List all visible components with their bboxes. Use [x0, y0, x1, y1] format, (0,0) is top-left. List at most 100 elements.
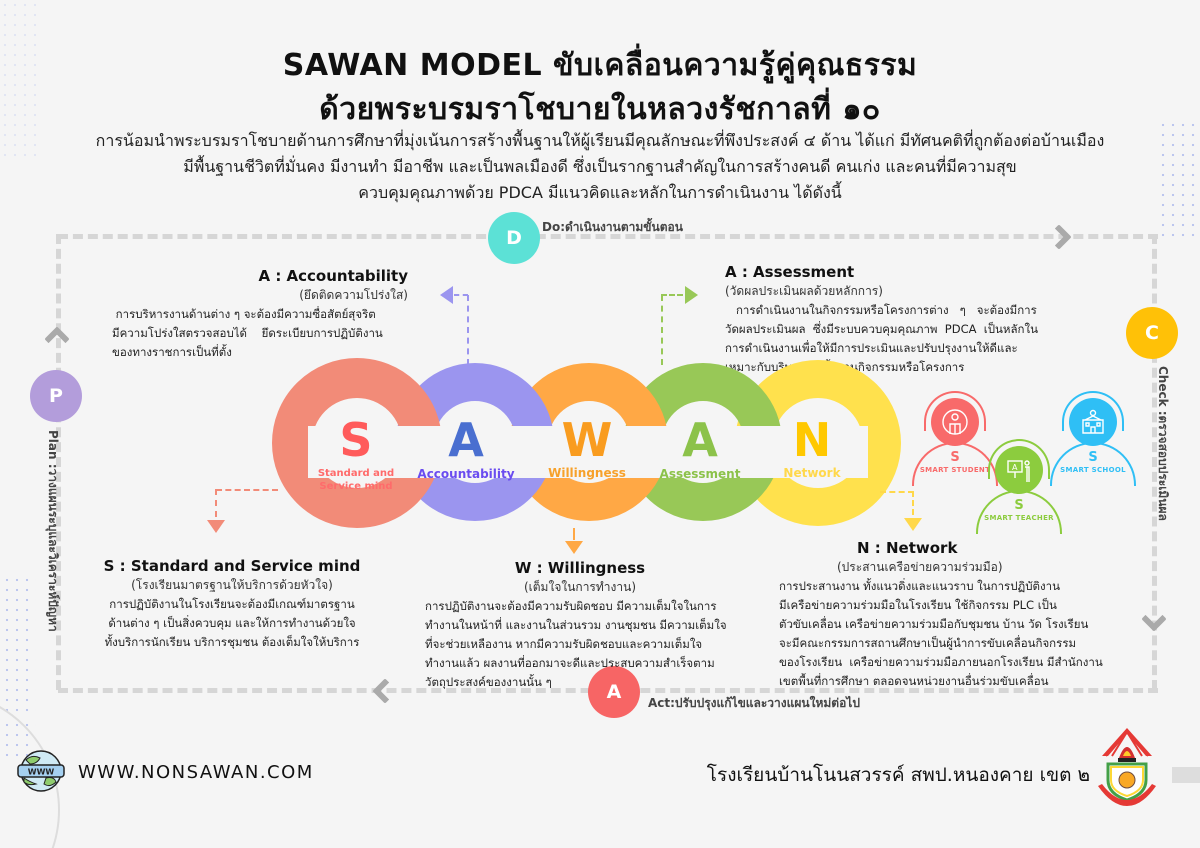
intro-line-1: การน้อมนำพระบรมราโชบายด้านการศึกษาที่มุ่… — [95, 131, 1105, 150]
connector-accountability-h — [454, 294, 468, 296]
ring-word-accountability: Accountability — [417, 467, 515, 481]
pdca-plan-label: Plan :วางแผนระบุและวิเคราะห์ปัญหา — [46, 430, 60, 632]
willingness-text-5: วัตถุประสงค์ของงานนั้น ๆ — [425, 675, 552, 689]
chevron-right-icon — [1046, 224, 1072, 250]
ring-letter-a2: A — [682, 413, 718, 467]
smart-school-name: SMART SCHOOL — [1060, 466, 1126, 474]
willingness-text-2: ทำงานในหน้าที่ และงานในส่วนรวม งานชุมชน … — [425, 618, 727, 632]
network-text-1: การประสานงาน ทั้งแนวดิ่งและแนวราบ ในการป… — [779, 579, 1060, 593]
willingness-block: W : Willingness (เต็มใจในการทำงาน) การปฏ… — [425, 558, 735, 692]
assessment-block: A : Assessment (วัดผลประเมินผลด้วยหลักกา… — [725, 262, 1065, 377]
network-block: N : Network (ประสานเครือข่ายความร่วมมือ)… — [779, 538, 1139, 691]
connector-standard-v — [215, 489, 217, 517]
willingness-text-3: ที่จะช่วยเหลืองาน หากมีความรับผิดชอบและค… — [425, 637, 703, 651]
connector-assessment-h — [661, 294, 683, 296]
ring-letter-n: N — [792, 413, 832, 467]
dot-pattern-left — [2, 575, 36, 715]
pdca-check-circle: C — [1126, 307, 1178, 359]
network-subtitle: (ประสานเครือข่ายความร่วมมือ) — [837, 560, 1003, 574]
pdca-frame-top — [58, 234, 1158, 239]
connector-network-h — [880, 491, 914, 493]
network-text-3: ตัวขับเคลื่อน เครือข่ายความร่วมมือกับชุม… — [779, 617, 1089, 631]
ring-letter-s: S — [339, 413, 373, 467]
pdca-plan-letter: P — [49, 385, 63, 407]
pdca-frame-right — [1152, 234, 1157, 690]
standard-block: S : Standard and Service mind (โรงเรียนม… — [82, 556, 382, 652]
connector-network-v — [912, 491, 914, 515]
smart-student-name: SMART STUDENT — [919, 466, 991, 474]
standard-heading: S : Standard and Service mind — [103, 557, 361, 575]
pdca-plan-circle: P — [30, 370, 82, 422]
ring-center-band — [308, 426, 868, 478]
chevron-left-icon — [372, 678, 398, 704]
assessment-heading: A : Assessment — [725, 263, 855, 281]
assessment-text-1: การดำเนินงานในกิจกรรมหรือโครงการต่าง ๆ จ… — [725, 303, 1037, 317]
smart-teacher-s: S — [1014, 498, 1024, 513]
ring-word-standard-1: Standard and — [317, 468, 395, 479]
standard-text-1: การปฏิบัติงานในโรงเรียนจะต้องมีเกณฑ์มาตร… — [109, 597, 355, 611]
network-text-2: มีเครือข่ายความร่วมมือในโรงเรียน ใช้กิจก… — [779, 598, 1057, 612]
school-emblem-logo — [1094, 726, 1160, 808]
pdca-do-label: Do:ดำเนินงานตามขั้นตอน — [542, 220, 683, 234]
arrow-left-icon — [440, 286, 453, 304]
accountability-heading: A : Accountability — [258, 267, 408, 285]
svg-text:A: A — [1012, 463, 1018, 472]
title-line-1: SAWAN MODEL ขับเคลื่อนความรู้คู่คุณธรรม — [282, 48, 918, 83]
arrow-right-icon — [685, 286, 698, 304]
accountability-text-1: การบริหารงานด้านต่าง ๆ จะต้องมีความซื่อส… — [112, 307, 376, 321]
ring-letter-a1: A — [448, 413, 484, 467]
accountability-text-2: มีความโปร่งใสตรวจสอบได้ ยึดระเบียบการปฏิ… — [112, 326, 383, 340]
website-url[interactable]: WWW.NONSAWAN.COM — [78, 762, 314, 783]
willingness-subtitle: (เต็มใจในการทำงาน) — [523, 580, 637, 594]
connector-standard-h — [216, 489, 278, 491]
assessment-subtitle: (วัดผลประเมินผลด้วยหลักการ) — [725, 284, 883, 298]
chevron-down-icon — [1141, 606, 1167, 632]
connector-willingness-v — [573, 528, 575, 540]
ring-word-standard-2: Service mind — [319, 481, 393, 492]
globe-icon: WWW — [16, 748, 66, 794]
network-text-4: จะมีคณะกรรมการสถานศึกษาเป็นผู้นำการขับเค… — [779, 636, 1077, 650]
ring-letter-w: W — [561, 413, 613, 467]
globe-label: WWW — [28, 768, 55, 777]
ring-word-assessment: Assessment — [659, 467, 741, 481]
pdca-act-label: Act:ปรับปรุงแก้ไขและวางแผนใหม่ต่อไป — [648, 696, 860, 710]
decorative-bar — [1172, 767, 1200, 783]
assessment-text-2: วัดผลประเมินผล ซึ่งมีระบบควบคุมคุณภาพ PD… — [725, 322, 1038, 336]
pdca-act-circle: A — [588, 666, 640, 718]
ring-word-willingness: Willingness — [548, 466, 626, 480]
smart-student-s: S — [950, 450, 960, 465]
arrow-down-icon — [565, 541, 583, 554]
pdca-do-letter: D — [506, 227, 522, 249]
pdca-check-label: Check :ตรวจสอบประเมินผล — [1156, 366, 1170, 521]
chevron-up-icon — [44, 326, 70, 352]
connector-accountability-v — [467, 295, 469, 365]
accountability-block: A : Accountability (ยึดติดความโปร่งใส) ก… — [112, 266, 408, 362]
accountability-subtitle: (ยึดติดความโปร่งใส) — [299, 288, 408, 302]
pdca-frame-left — [56, 234, 61, 690]
network-text-6: เขตพื้นที่การศึกษา ตลอดจนหน่วยงานอื่นร่ว… — [779, 674, 1049, 688]
network-text-5: ของโรงเรียน เครือข่ายความร่วมมือภายนอกโร… — [779, 655, 1103, 669]
connector-assessment-v — [661, 295, 663, 365]
willingness-heading: W : Willingness — [514, 559, 646, 577]
accountability-text-3: ของทางราชการเป็นที่ตั้ง — [112, 345, 232, 359]
standard-text-2: ด้านต่าง ๆ เป็นสิ่งควบคุม และให้การทำงาน… — [108, 616, 356, 630]
title-line-2: ด้วยพระบรมราโชบายในหลวงรัชกาลที่ ๑๐ — [319, 92, 881, 127]
assessment-text-3: การดำเนินงานเพื่อให้มีการประเมินและปรับป… — [725, 341, 1018, 355]
arrow-down-icon — [207, 520, 225, 533]
intro-line-3: ควบคุมคุณภาพด้วย PDCA มีแนวคิดและหลักในก… — [358, 183, 842, 202]
smart-school-s: S — [1088, 450, 1098, 465]
dot-pattern-top-left — [0, 0, 36, 160]
ring-word-network: Network — [783, 466, 841, 480]
willingness-text-4: ทำงานแล้ว ผลงานที่ออกมาจะดีและประสบความส… — [425, 656, 715, 670]
arrow-down-icon — [904, 518, 922, 531]
standard-subtitle: (โรงเรียนมาตรฐานให้บริการด้วยหัวใจ) — [131, 578, 333, 592]
dot-pattern-top-right — [1158, 120, 1200, 240]
smart-teacher-name: SMART TEACHER — [984, 514, 1054, 522]
network-heading: N : Network — [857, 539, 958, 557]
teacher-icon: A — [995, 446, 1043, 494]
student-icon — [931, 398, 979, 446]
school-name: โรงเรียนบ้านโนนสวรรค์ สพป.หนองคาย เขต ๒ — [706, 764, 1090, 786]
pdca-act-letter: A — [606, 681, 622, 703]
pdca-check-letter: C — [1145, 322, 1159, 344]
school-icon — [1069, 398, 1117, 446]
